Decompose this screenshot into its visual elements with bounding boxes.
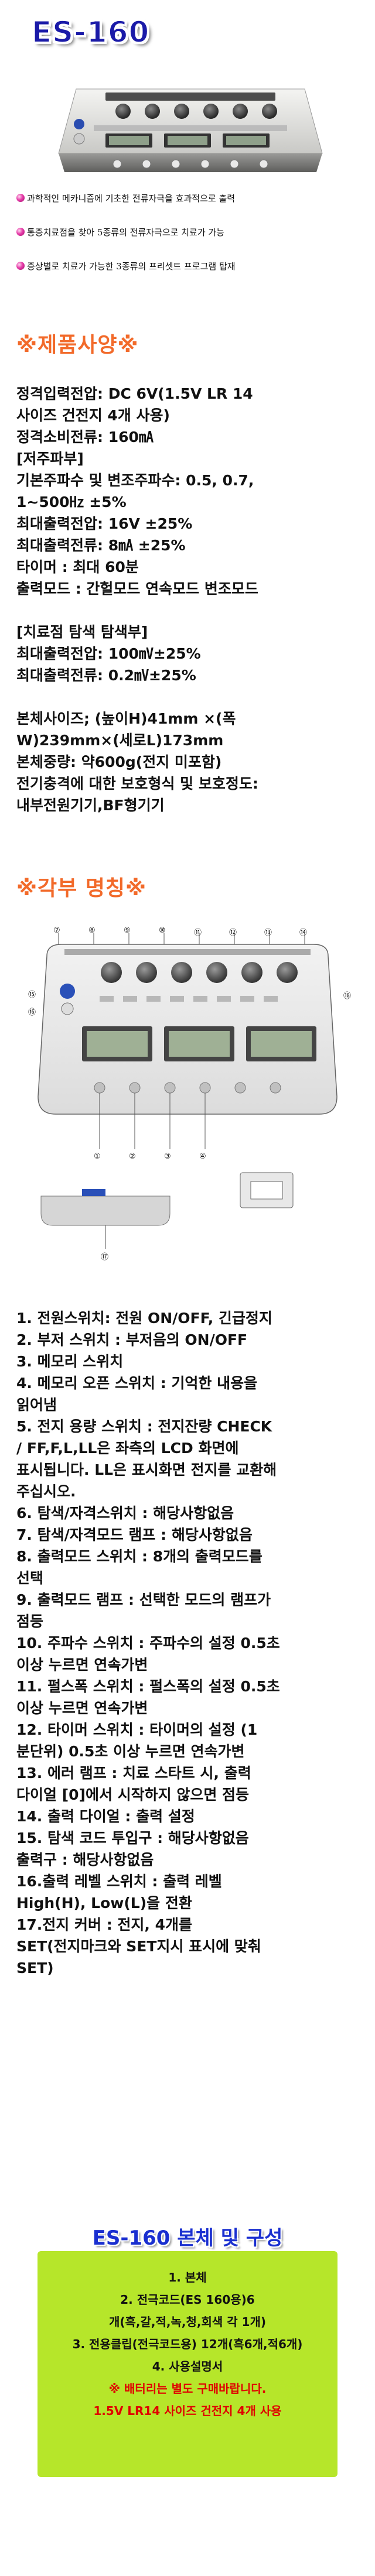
parts-line: / FF,F,L,LL은 좌측의 LCD 화면에 bbox=[16, 1440, 239, 1457]
parts-line: SET) bbox=[16, 1960, 54, 1976]
callout-label: ⑩ bbox=[159, 926, 166, 935]
parts-line: 16.출력 레벨 스위치 : 출력 레벨 bbox=[16, 1873, 222, 1890]
composition-heading: ES-160 본체 및 구성 bbox=[92, 2226, 283, 2250]
feature-bullet: 통증치료점을 찾아 5종류의 전류자극으로 치료가 가능 bbox=[16, 224, 368, 239]
spec-line: 최대출력전류: 0.2㎷±25% bbox=[16, 667, 196, 684]
parts-line: 주십시오. bbox=[16, 1483, 76, 1500]
parts-line: 점등 bbox=[16, 1613, 44, 1630]
callout-label: ⑮ bbox=[28, 991, 36, 999]
spec-line: W)239mm×(세로L)173mm bbox=[16, 732, 224, 749]
spec-line: 최대출력전류: 8㎃ ±25% bbox=[16, 537, 186, 554]
parts-heading: ※각부 명칭※ bbox=[16, 876, 147, 900]
composition-item: 개(흑,갈,적,녹,청,회색 각 1개) bbox=[108, 2315, 267, 2329]
callout-label: ⑧ bbox=[88, 926, 96, 935]
callout-label: ④ bbox=[199, 1152, 206, 1161]
callout-label: ⑭ bbox=[299, 929, 308, 937]
spec-line: 내부전원기기,BF형기기 bbox=[16, 797, 165, 814]
battery-note: 1.5V LR14 사이즈 건전지 4개 사용 bbox=[93, 2404, 282, 2418]
callout-label: ③ bbox=[164, 1152, 171, 1161]
pink-dot-icon bbox=[16, 194, 25, 202]
parts-line: 11. 펄스폭 스위치 : 펄스폭의 설정 0.5초 bbox=[16, 1678, 280, 1695]
parts-line: 7. 탐색/자격모드 램프 : 해당사항없음 bbox=[16, 1526, 253, 1543]
spec-line: 최대출력전압: 16V ±25% bbox=[16, 515, 193, 532]
output-dial[interactable] bbox=[115, 104, 277, 119]
parts-line: 2. 부저 스위치 : 부저음의 ON/OFF bbox=[16, 1331, 248, 1348]
callout-label: ① bbox=[94, 1152, 101, 1161]
feature-bullet-text: 과학적인 메카니즘에 기초한 전류자극을 효과적으로 출력 bbox=[27, 193, 236, 204]
parts-list: 1. 전원스위치: 전원 ON/OFF, 긴급정지 2. 부저 스위치 : 부저… bbox=[16, 1307, 368, 1979]
parts-line: 분단위) 0.5초 이상 누르면 연속가변 bbox=[16, 1743, 245, 1760]
parts-line: High(H), Low(L)을 전환 bbox=[16, 1895, 192, 1912]
parts-line: SET(전지마크와 SET지시 표시에 맞춰 bbox=[16, 1938, 261, 1955]
callout-label: ⑦ bbox=[53, 926, 60, 935]
parts-line: 4. 메모리 오픈 스위치 : 기억한 내용을 bbox=[16, 1375, 258, 1392]
product-device-image bbox=[58, 88, 323, 172]
callout-label: ⑬ bbox=[264, 929, 272, 937]
spec-line: 전기충격에 대한 보호형식 및 보호정도: bbox=[16, 775, 258, 792]
parts-line: 17.전지 커버 : 전지, 4개를 bbox=[16, 1916, 192, 1933]
spec-line: 정격소비전류: 160㎃ bbox=[16, 429, 154, 446]
parts-line: 읽어냄 bbox=[16, 1396, 57, 1413]
parts-line: 출력구 : 해당사항없음 bbox=[16, 1851, 154, 1868]
spec-line: 정격입력전압: DC 6V(1.5V LR 14 bbox=[16, 385, 253, 402]
spec-line: 기본주파수 및 변조주파수: 0.5, 0.7, bbox=[16, 472, 254, 489]
spec-line: 출력모드 : 간헐모드 연속모드 변조모드 bbox=[16, 580, 258, 597]
parts-line: 13. 에러 램프 : 치료 스타트 시, 출력 bbox=[16, 1765, 251, 1782]
parts-line: 8. 출력모드 스위치 : 8개의 출력모드를 bbox=[16, 1548, 262, 1565]
composition-item: 2. 전극코드(ES 160용)6 bbox=[120, 2293, 255, 2307]
parts-line: 10. 주파수 스위치 : 주파수의 설정 0.5초 bbox=[16, 1635, 280, 1652]
spec-list: 정격입력전압: DC 6V(1.5V LR 14 사이즈 건전지 4개 사용) … bbox=[16, 383, 368, 816]
callout-label: ⑱ bbox=[343, 992, 352, 1001]
callout-label: ⑨ bbox=[124, 926, 131, 935]
parts-line: 5. 전지 용량 스위치 : 전지잔량 CHECK bbox=[16, 1418, 272, 1435]
feature-bullet-list: 과학적인 메카니즘에 기초한 전류자극을 효과적으로 출력 통증치료점을 찾아 … bbox=[16, 190, 368, 292]
parts-line: 표시됩니다. LL은 표시화면 전지를 교환해 bbox=[16, 1461, 277, 1478]
pink-dot-icon bbox=[16, 262, 25, 270]
spec-line: 최대출력전압: 100㎷±25% bbox=[16, 645, 201, 662]
spec-line: 본체사이즈; (높이H)41mm ×(폭 bbox=[16, 710, 236, 727]
spec-line: 타이머 : 최대 60분 bbox=[16, 559, 139, 576]
parts-line: 3. 메모리 스위치 bbox=[16, 1353, 124, 1370]
spec-line: 사이즈 건전지 4개 사용) bbox=[16, 407, 170, 424]
feature-bullet: 과학적인 메카니즘에 기초한 전류자극을 효과적으로 출력 bbox=[16, 190, 368, 205]
parts-line: 14. 출력 다이얼 : 출력 설정 bbox=[16, 1808, 195, 1825]
feature-bullet: 증상별로 치료가 가능한 3종류의 프리셋트 프로그램 탑재 bbox=[16, 258, 368, 273]
product-title: ES-160 bbox=[31, 15, 150, 50]
parts-line: 선택 bbox=[16, 1570, 44, 1587]
spec-line: 1~500㎐ ±5% bbox=[16, 494, 127, 511]
composition-item: 3. 전용클립(전극코드용) 12개(흑6개,적6개) bbox=[72, 2337, 303, 2351]
parts-line: 15. 탐색 코드 투입구 : 해당사항없음 bbox=[16, 1830, 249, 1847]
battery-note: ※ 배터리는 별도 구매바랍니다. bbox=[108, 2382, 267, 2396]
spec-line: 본체중량: 약600g(전지 미포함) bbox=[16, 753, 222, 770]
composition-item: 4. 사용설명서 bbox=[152, 2359, 223, 2373]
parts-line: 1. 전원스위치: 전원 ON/OFF, 긴급정지 bbox=[16, 1310, 272, 1327]
parts-line: 9. 출력모드 램프 : 선택한 모드의 램프가 bbox=[16, 1591, 271, 1608]
parts-line: 이상 누르면 연속가변 bbox=[16, 1656, 148, 1673]
parts-line: 다이얼 [0]에서 시작하지 않으면 점등 bbox=[16, 1786, 250, 1803]
callout-label: ⑪ bbox=[194, 929, 202, 937]
callout-label: ⑯ bbox=[28, 1008, 36, 1017]
composition-box: 1. 본체 2. 전극코드(ES 160용)6 개(흑,갈,적,녹,청,회색 각… bbox=[38, 2251, 338, 2477]
parts-diagram bbox=[38, 933, 338, 1249]
callout-label: ⑫ bbox=[229, 929, 237, 937]
feature-bullet-text: 통증치료점을 찾아 5종류의 전류자극으로 치료가 가능 bbox=[27, 227, 224, 238]
parts-line: 이상 누르면 연속가변 bbox=[16, 1700, 148, 1717]
parts-line: 12. 타이머 스위치 : 타이머의 설정 (1 bbox=[16, 1721, 258, 1738]
callout-label: ② bbox=[129, 1152, 136, 1161]
spec-line: [치료점 탐색 탐색부] bbox=[16, 624, 148, 640]
spec-line: [저주파부] bbox=[16, 450, 84, 467]
pink-dot-icon bbox=[16, 228, 25, 236]
feature-bullet-text: 증상별로 치료가 가능한 3종류의 프리셋트 프로그램 탑재 bbox=[27, 261, 236, 272]
parts-line: 6. 탐색/자격스위치 : 해당사항없음 bbox=[16, 1505, 234, 1522]
composition-item: 1. 본체 bbox=[168, 2270, 207, 2284]
callout-label: ⑰ bbox=[101, 1253, 109, 1262]
spec-heading: ※제품사양※ bbox=[16, 333, 139, 357]
